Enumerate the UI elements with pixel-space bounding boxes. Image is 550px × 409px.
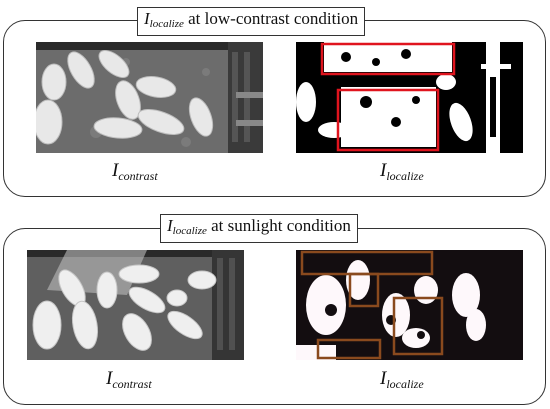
caption-symbol: I: [106, 368, 113, 389]
low-contrast-grayscale-image: [36, 42, 263, 153]
contrast-caption: Icontrast: [112, 160, 158, 184]
detected-region-bottom: [316, 338, 382, 360]
low-contrast-title: Ilocalize at low-contrast condition: [137, 7, 366, 36]
detected-region-right: [392, 296, 444, 356]
caption-subscript: contrast: [112, 377, 152, 391]
caption-symbol: I: [112, 160, 119, 181]
title-symbol: I: [167, 216, 173, 235]
title-subscript: localize: [149, 18, 184, 30]
caption-symbol: I: [380, 160, 387, 181]
sunlight-title: Ilocalize at sunlight condition: [160, 214, 358, 243]
caption-subscript: contrast: [118, 169, 158, 183]
title-subscript: localize: [172, 225, 207, 237]
caption-symbol: I: [380, 368, 387, 389]
caption-subscript: localize: [386, 169, 424, 183]
title-text: at sunlight condition: [211, 216, 351, 235]
contrast-caption: Icontrast: [106, 368, 152, 392]
localize-caption: Ilocalize: [380, 160, 424, 184]
title-text: at low-contrast condition: [188, 9, 359, 28]
low-contrast-binary-image: [296, 42, 523, 153]
caption-subscript: localize: [386, 377, 424, 391]
sunlight-binary-image: [296, 250, 523, 360]
detected-region-center: [336, 88, 440, 152]
detected-region-middle: [348, 272, 380, 308]
title-symbol: I: [144, 9, 150, 28]
detected-region-top: [320, 42, 456, 76]
localize-caption: Ilocalize: [380, 368, 424, 392]
sunlight-grayscale-image: [27, 250, 244, 360]
